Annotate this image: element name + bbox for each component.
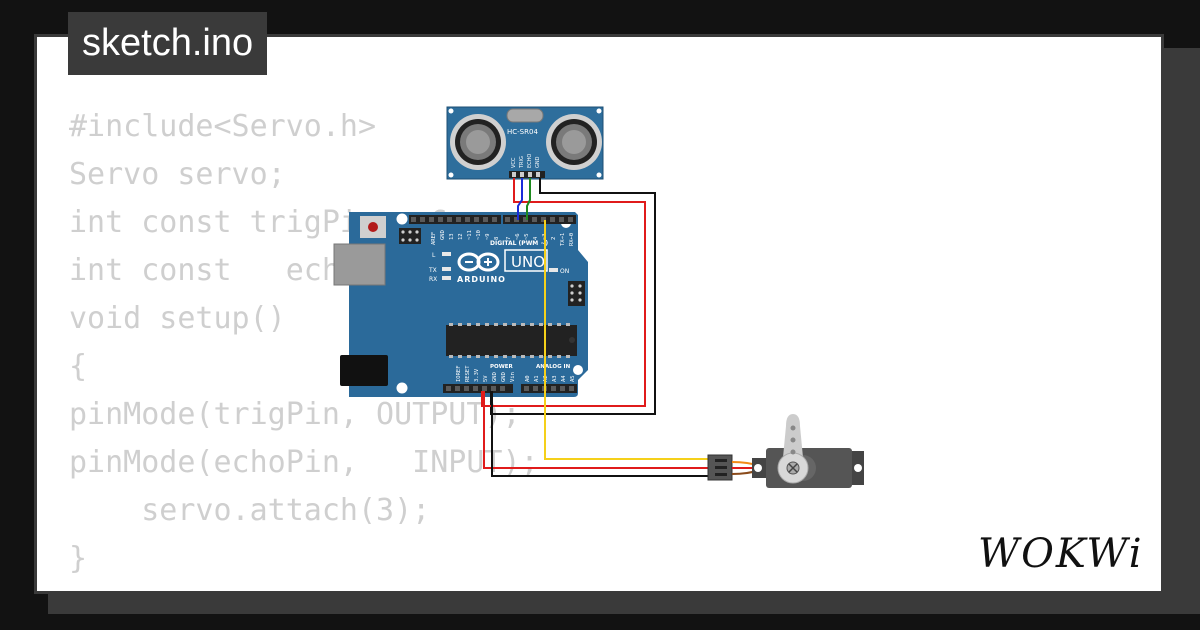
hc-sr04-sensor[interactable]: HC-SR04 VCC TRIG ECHO GND [446, 106, 604, 180]
sketch-title: sketch.ino [68, 12, 268, 75]
analog-header [521, 384, 577, 393]
wire-servo-power[interactable] [483, 391, 712, 469]
pin-label: 13 [449, 233, 455, 240]
pin-label: IOREF [456, 365, 462, 382]
code-line: #include<Servo.h> [69, 109, 377, 144]
pin-label: 8 [494, 237, 500, 240]
aref-label: AREF [431, 232, 437, 245]
wire-servo-signal[interactable] [544, 220, 712, 460]
uno-label-box [504, 249, 548, 272]
digital-header-pins [411, 217, 573, 222]
pin-label: ~6 [515, 233, 521, 240]
code-line: { [69, 349, 88, 384]
pin-label: TRIG [519, 156, 525, 169]
svg-text:WOKWi: WOKWi [978, 531, 1144, 575]
usb-connector [333, 243, 386, 286]
crystal [506, 108, 544, 123]
pin-label: 12 [458, 233, 464, 240]
code-line: servo.attach(3); [69, 493, 431, 528]
icsp-header [399, 228, 421, 244]
led-on-label: ON [560, 268, 569, 275]
pin-label: ECHO [527, 154, 533, 168]
pin-label: GND [501, 372, 507, 382]
pin-label: ~5 [524, 233, 530, 240]
digital-header-right [503, 215, 576, 224]
servo-connector-pins [715, 459, 727, 476]
gnd-label: GND [440, 230, 446, 240]
code-line: } [69, 541, 88, 576]
wire-servo-ground[interactable] [491, 391, 712, 477]
digital-header-left [409, 215, 501, 224]
pin-label: A4 [561, 375, 567, 382]
wire-sensor-vcc[interactable] [481, 178, 646, 407]
led-tx-label: TX [428, 267, 437, 274]
reset-button-cap[interactable] [368, 222, 378, 232]
pin-label: ~11 [467, 230, 473, 240]
transducer-left [450, 114, 506, 170]
transducer-right [546, 114, 602, 170]
pin-label: GND [535, 156, 541, 168]
pin-label: 2 [551, 237, 557, 240]
pin-label: 5V [483, 375, 489, 382]
sensor-pin-labels: VCC TRIG ECHO GND [511, 154, 541, 169]
mounting-hole [396, 382, 408, 394]
servo-motor[interactable] [707, 414, 866, 488]
pin-label: VCC [511, 157, 517, 168]
digital-label: DIGITAL (PWM ~) [490, 240, 548, 247]
mounting-hole [396, 213, 408, 225]
code-line: Servo servo; [69, 157, 286, 192]
sensor-label: HC-SR04 [507, 128, 538, 136]
uno-label: UNO [511, 253, 545, 271]
sensor-header-pins [512, 172, 540, 177]
pin-label: A1 [534, 375, 540, 382]
wokwi-logo: WOKWi [978, 531, 1144, 575]
bottom-pin-labels: IOREF RESET 3.3V 5V GND GND Vin A0 A1 A2… [456, 365, 576, 382]
code-line: void loop() [69, 583, 539, 591]
pin-label: 4 [533, 236, 539, 240]
code-line: pinMode(echoPin, INPUT); [69, 445, 539, 480]
sensor-header [509, 171, 545, 178]
wire-sensor-echo[interactable] [526, 178, 531, 220]
pin-label: RESET [465, 365, 471, 382]
arduino-logo-icon [457, 252, 500, 272]
pin-label: ~10 [476, 230, 482, 240]
arduino-uno-board[interactable]: AREF GND 13 12 ~11 ~10 ~9 8 7 ~6 ~5 4 ~3… [333, 212, 588, 397]
microcontroller-chip [446, 323, 577, 358]
pin-label: A3 [552, 375, 558, 382]
code-line: void setup() [69, 301, 286, 336]
arduino-label: ARDUINO [457, 275, 506, 284]
pin-label: 3.3V [474, 368, 480, 382]
icsp-header-right [568, 281, 585, 306]
pin-label: ~9 [485, 233, 491, 240]
status-leds: L TX RX ON [428, 252, 569, 283]
power-label: POWER [490, 364, 514, 370]
wire-sensor-trig[interactable] [517, 178, 523, 220]
pin-label: TX→1 [560, 233, 566, 246]
power-jack [340, 355, 388, 386]
pin-label: Vin [510, 372, 516, 382]
pin-label: A0 [525, 375, 531, 382]
led-rx-label: RX [429, 276, 437, 283]
mounting-hole [573, 365, 583, 375]
pin-label: RX←0 [569, 233, 575, 246]
pin-label: 7 [506, 237, 512, 240]
wires [481, 178, 712, 477]
led-l-label: L [432, 252, 436, 259]
analog-label: ANALOG IN [536, 364, 571, 370]
pin-label: GND [492, 372, 498, 382]
pin-label: A5 [570, 375, 576, 382]
